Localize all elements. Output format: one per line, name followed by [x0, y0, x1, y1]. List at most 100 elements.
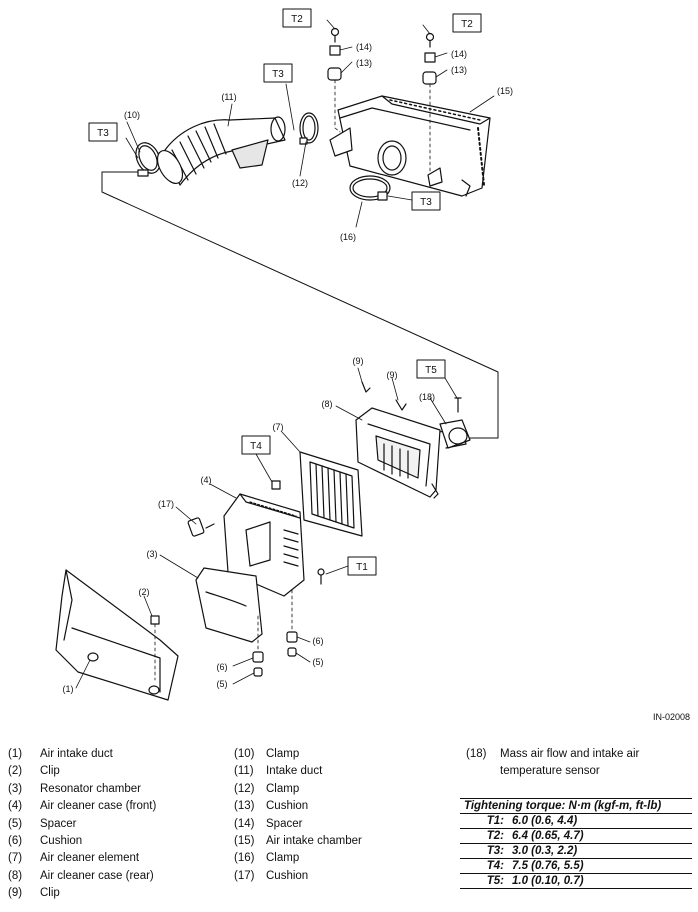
callout-6-left: (6) [217, 662, 228, 672]
legend-item: (2)Clip [8, 763, 156, 780]
torque-tag-t2-right: T2 [452, 13, 482, 33]
callout-1: (1) [63, 684, 74, 694]
legend-column-2: (10)Clamp (11)Intake duct (12)Clamp (13)… [234, 746, 362, 885]
cushion-6-right [286, 631, 298, 643]
legend-item: (16)Clamp [234, 850, 362, 867]
torque-tag-t3-bottom: T3 [411, 191, 441, 211]
torque-tag-t3-left: T3 [88, 122, 118, 142]
torque-value: 6.0 (0.6, 4.4) [512, 815, 578, 827]
nut-t4 [271, 480, 281, 490]
callout-9-left: (9) [353, 356, 364, 366]
torque-table-header: Tightening torque: N·m (kgf-m, ft-lb) [460, 798, 692, 814]
legend-item-number: (16) [234, 852, 255, 865]
callout-13-left: (13) [356, 58, 372, 68]
legend-item-name: Air cleaner element [40, 852, 140, 865]
legend-item-number: (13) [234, 800, 255, 813]
cushion-13-left [327, 67, 342, 81]
cushion-13-right [422, 71, 437, 85]
torque-row: T4: 7.5 (0.76, 5.5) [460, 859, 692, 874]
torque-value: 1.0 (0.10, 0.7) [512, 875, 584, 887]
legend-item: (4) Air cleaner case (front) [8, 798, 156, 815]
legend-item: (12)Clamp [234, 781, 362, 798]
legend-item: (3)Resonator chamber [8, 781, 156, 798]
legend-item: (14)Spacer [234, 816, 362, 833]
callout-5-right: (5) [313, 657, 324, 667]
torque-tag-t2-left: T2 [282, 8, 312, 28]
legend-item: (6) Cushion [8, 833, 156, 850]
legend-item-number: (14) [234, 817, 255, 830]
legend-item: (18)Mass air flow and intake air tempera… [466, 746, 692, 781]
clamp-10 [135, 142, 161, 177]
torque-tag-label: T4 [250, 441, 262, 452]
cushion-6-left [252, 651, 264, 663]
torque-key: T4: [486, 860, 504, 872]
legend-item-number: (12) [234, 782, 255, 795]
legend-item-number: (1) [8, 748, 23, 760]
callout-9-right: (9) [387, 370, 398, 380]
torque-row: T1: 6.0 (0.6, 4.4) [460, 814, 692, 829]
callout-13-right: (13) [451, 65, 467, 75]
clamp-16 [349, 175, 391, 201]
legend-item: (13)Cushion [234, 798, 362, 815]
legend-item-name: Intake duct [266, 765, 323, 778]
clip-9-right [395, 399, 407, 411]
callout-5-left: (5) [217, 679, 228, 689]
legend-item-number: (5) [8, 817, 23, 830]
legend-item-number: (3) [8, 782, 23, 795]
air-cleaner-case-rear-8 [355, 407, 467, 499]
torque-table: Tightening torque: N·m (kgf-m, ft-lb) T1… [460, 798, 692, 889]
callout-11: (11) [221, 92, 236, 102]
air-intake-duct-1 [55, 569, 179, 701]
torque-row: T2:6.4 (0.65, 4.7) [460, 829, 692, 844]
torque-row: T3:3.0 (0.3, 2.2) [460, 844, 692, 859]
torque-value: 7.5 (0.76, 5.5) [512, 860, 584, 872]
callout-4: (4) [201, 475, 212, 485]
torque-tag-t3-top: T3 [263, 63, 293, 83]
legend-item: (15)Air intake chamber [234, 833, 362, 850]
torque-value: 3.0 (0.3, 2.2) [512, 845, 578, 857]
torque-key: T1: [486, 815, 504, 827]
torque-tag-label: T5 [425, 365, 437, 376]
torque-tag-label: T2 [291, 14, 303, 25]
torque-tag-label: T3 [420, 197, 432, 208]
legend-item-name: Air intake chamber [266, 835, 362, 848]
leader-lines [75, 19, 495, 689]
callout-10: (10) [124, 110, 140, 120]
legend-item-name: Air intake duct [40, 748, 113, 760]
resonator-chamber-3 [195, 567, 263, 643]
legend-item-number: (11) [234, 765, 254, 778]
legend-item-number: (17) [234, 869, 255, 882]
torque-tag-label: T3 [97, 128, 109, 139]
callout-7: (7) [273, 422, 284, 432]
callout-12: (12) [292, 178, 308, 188]
legend-item: (17) Cushion [234, 868, 362, 885]
torque-tag-label: T2 [461, 19, 473, 30]
spacer-14-left [329, 45, 341, 56]
legend-item: (8)Air cleaner case (rear) [8, 868, 156, 885]
figure-id: IN-02008 [653, 712, 690, 722]
legend-column-3: (18)Mass air flow and intake air tempera… [466, 746, 692, 781]
torque-tag-label: T1 [356, 562, 368, 573]
callout-14-right: (14) [451, 49, 467, 59]
callout-3: (3) [147, 549, 158, 559]
callout-6-right: (6) [313, 636, 324, 646]
callout-17: (17) [158, 499, 174, 509]
legend-item-name: Clip [40, 887, 60, 900]
callout-18: (18) [419, 392, 435, 402]
legend-item-number: (4) [8, 800, 23, 813]
intake-duct-11 [156, 116, 286, 186]
legend-item-number: (8) [8, 869, 23, 882]
legend-item-name: Air cleaner case (front) [40, 800, 157, 813]
bolt-upper-right [425, 32, 435, 48]
spacer-5-right [287, 647, 297, 657]
mass-air-flow-sensor-18 [439, 419, 471, 449]
legend-item-number: (9) [8, 887, 23, 900]
callout-16: (16) [340, 232, 356, 242]
bolt-upper-left [330, 27, 340, 43]
torque-tag-t1: T1 [347, 556, 377, 576]
cushion-17 [187, 517, 215, 537]
legend-item-number: (6) [8, 835, 23, 848]
legend-item-name: Cushion [40, 835, 83, 848]
legend-item-name: Clip [40, 765, 60, 778]
legend-item-name: Cushion [266, 869, 309, 882]
